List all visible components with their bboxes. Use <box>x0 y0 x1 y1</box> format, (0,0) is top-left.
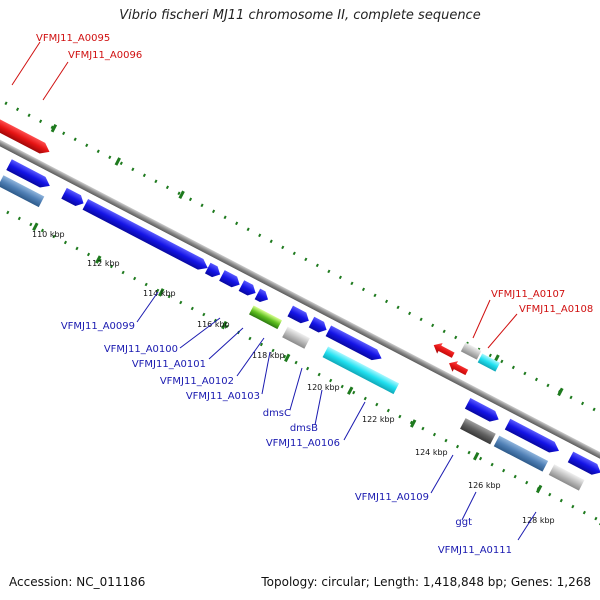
gene-arrow-a0100[interactable] <box>204 262 223 280</box>
gene-arrow-a0106[interactable] <box>325 325 385 364</box>
gene-label[interactable]: VFMJ11_A0099 <box>61 321 135 332</box>
gene-label[interactable]: dmsB <box>290 423 318 434</box>
gene-label[interactable]: VFMJ11_A0096 <box>68 50 142 61</box>
gene-label[interactable]: ggt <box>455 517 472 528</box>
gene-label[interactable]: VFMJ11_A0102 <box>160 376 234 387</box>
gene-label[interactable]: VFMJ11_A0101 <box>132 359 206 370</box>
gene-label[interactable]: VFMJ11_A0106 <box>266 438 340 449</box>
gene-arrow-dmsb[interactable] <box>308 316 330 335</box>
gene-arrow-a0109-top[interactable] <box>464 398 502 425</box>
gene-arrow-a0111[interactable] <box>567 451 600 478</box>
gene-feature-cyan-top[interactable] <box>477 353 501 372</box>
gene-label[interactable]: VFMJ11_A0108 <box>519 304 593 315</box>
gene-label[interactable]: VFMJ11_A0095 <box>36 33 110 44</box>
map-title: Vibrio fischeri MJ11 chromosome II, comp… <box>119 8 481 23</box>
feature-green[interactable] <box>249 305 283 330</box>
gene-label[interactable]: VFMJ11_A0100 <box>104 344 178 355</box>
feature-gray-a0111[interactable] <box>548 464 585 491</box>
tick-label: 116 kbp <box>197 320 230 329</box>
genome-summary-text: Topology: circular; Length: 1,418,848 bp… <box>261 575 591 589</box>
gene-arrow-a0097[interactable] <box>6 159 52 191</box>
gene-arrow-dmsc[interactable] <box>287 305 311 326</box>
gene-label[interactable]: VFMJ11_A0103 <box>186 391 260 402</box>
tick-label: 114 kbp <box>143 289 176 298</box>
feature-darkgray-a0109[interactable] <box>460 418 496 445</box>
gene-arrow-a0098[interactable] <box>61 187 86 209</box>
gene-arrow-a0101[interactable] <box>219 270 242 290</box>
tick-label: 128 kbp <box>522 516 555 525</box>
gene-label[interactable]: dmsC <box>263 408 291 419</box>
outer-dotted-ruler <box>0 89 600 453</box>
gene-arrow-a0102[interactable] <box>238 280 259 298</box>
tick-label: 110 kbp <box>32 230 65 239</box>
gene-label[interactable]: VFMJ11_A0107 <box>491 289 565 300</box>
inner-dotted-ruler <box>0 174 600 538</box>
leader-lines <box>11 41 537 541</box>
tick-label: 118 kbp <box>252 351 285 360</box>
gene-labels: VFMJ11_A0095VFMJ11_A0096VFMJ11_A0107VFMJ… <box>36 33 593 556</box>
gene-label[interactable]: VFMJ11_A0109 <box>355 492 429 503</box>
gene-arrow-a0108[interactable] <box>446 358 469 378</box>
tick-label: 122 kbp <box>362 415 395 424</box>
tick-label: 124 kbp <box>415 448 448 457</box>
accession-text: Accession: NC_011186 <box>9 575 146 589</box>
tick-label: 112 kbp <box>87 259 120 268</box>
tick-label: 120 kbp <box>307 383 340 392</box>
tick-labels: 110 kbp 112 kbp 114 kbp 116 kbp 118 kbp 120 k… <box>32 230 555 525</box>
tick-label: 126 kbp <box>468 481 501 490</box>
gene-arrow-a0103[interactable] <box>254 288 271 305</box>
gene-arrow-a0096[interactable] <box>0 115 52 157</box>
chromosome-backbone <box>0 121 600 488</box>
gene-arrow-a0099[interactable] <box>82 199 211 273</box>
gene-label[interactable]: VFMJ11_A0111 <box>438 545 512 556</box>
feature-cyan-a0106[interactable] <box>322 346 400 395</box>
feature-gray-dmsc[interactable] <box>282 326 310 349</box>
feature-steel-1[interactable] <box>0 175 45 208</box>
feature-steel-ggt[interactable] <box>493 435 549 472</box>
gene-arrow-a0107[interactable] <box>431 340 456 361</box>
gene-feature-gray-top[interactable] <box>460 342 482 360</box>
inner-major-ticks <box>32 222 600 527</box>
gene-arrow-a0110[interactable] <box>504 418 562 456</box>
